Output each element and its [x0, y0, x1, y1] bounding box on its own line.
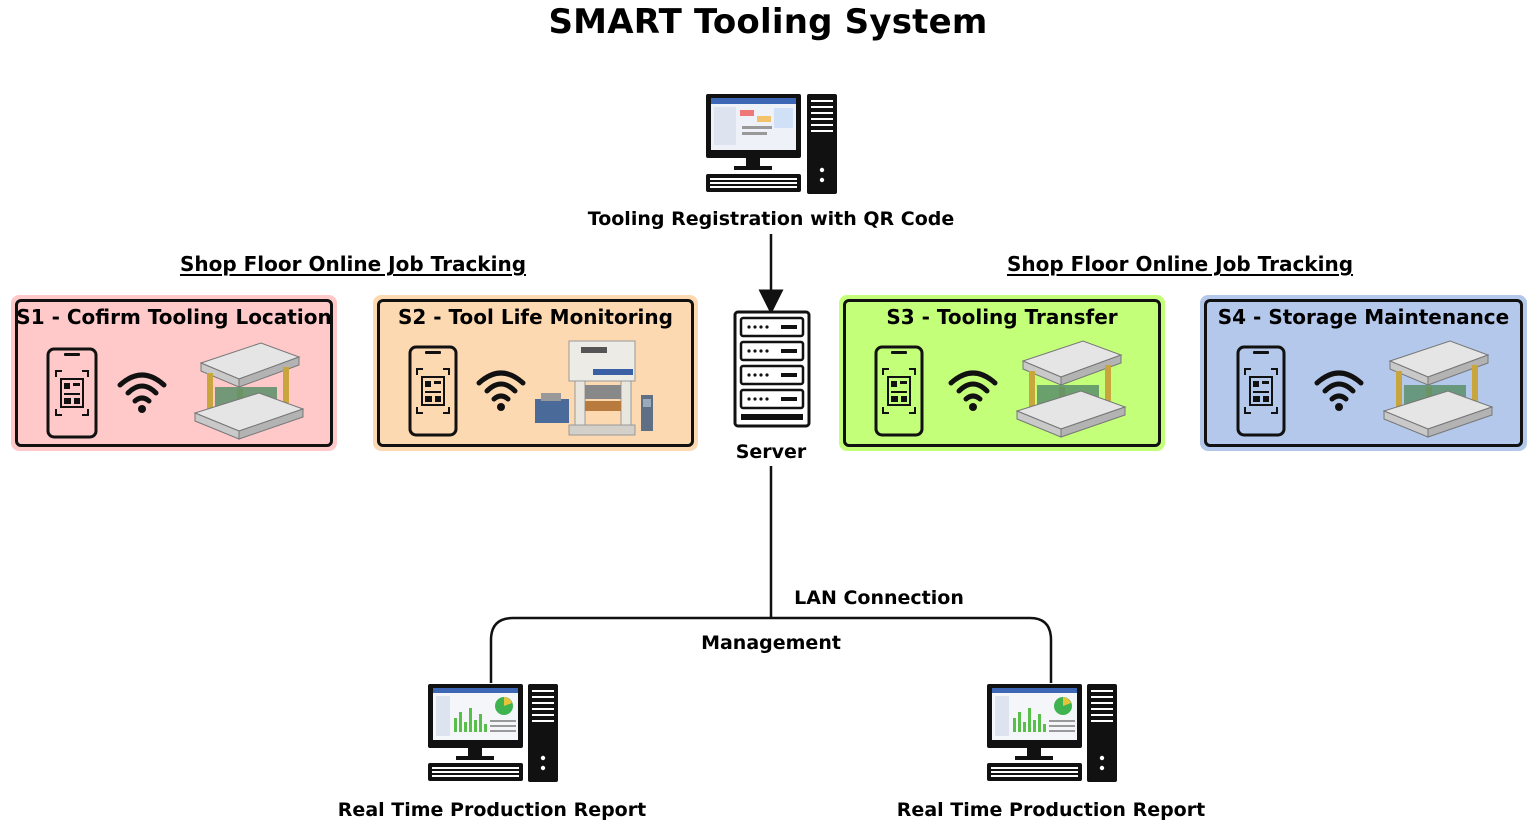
report-computer-left-icon: [428, 684, 558, 782]
station-s4-title: S4 - Storage Maintenance: [1217, 305, 1510, 329]
lan-connection-label: LAN Connection: [794, 587, 964, 609]
lan-bus-line: [489, 616, 1053, 683]
registration-computer-icon: [706, 94, 837, 194]
wifi-icon: [476, 370, 526, 411]
station-s4-card: S4 - Storage Maintenance: [1200, 295, 1527, 451]
station-s1-title: S1 - Cofirm Tooling Location: [16, 305, 332, 329]
qr-phone-icon: [874, 345, 924, 437]
qr-phone-icon: [1236, 345, 1286, 437]
station-s3-card: S3 - Tooling Transfer: [839, 295, 1165, 451]
management-label: Management: [701, 632, 841, 654]
page-title: SMART Tooling System: [548, 2, 988, 42]
press-machine-icon: [535, 340, 653, 436]
station-s2-card: S2 - Tool Life Monitoring: [373, 295, 698, 451]
report-computer-right-icon: [987, 684, 1117, 782]
station-s1-card: S1 - Cofirm Tooling Location: [11, 295, 337, 451]
qr-phone-icon: [408, 345, 458, 437]
section-header-left: Shop Floor Online Job Tracking: [179, 252, 527, 276]
mold-die-icon: [1015, 340, 1127, 438]
server-label: Server: [735, 441, 807, 463]
mold-die-icon: [193, 342, 305, 440]
report-label-left: Real Time Production Report: [337, 799, 647, 821]
station-s2-title: S2 - Tool Life Monitoring: [398, 305, 673, 329]
qr-phone-icon: [46, 347, 98, 439]
section-header-right: Shop Floor Online Job Tracking: [1006, 252, 1354, 276]
station-s3-title: S3 - Tooling Transfer: [886, 305, 1118, 329]
report-label-right: Real Time Production Report: [896, 799, 1206, 821]
registration-label: Tooling Registration with QR Code: [587, 208, 955, 230]
mold-die-icon: [1382, 340, 1494, 438]
wifi-icon: [948, 370, 998, 411]
server-rack-icon: [733, 310, 811, 428]
wifi-icon: [1314, 370, 1364, 411]
wifi-icon: [117, 372, 167, 413]
